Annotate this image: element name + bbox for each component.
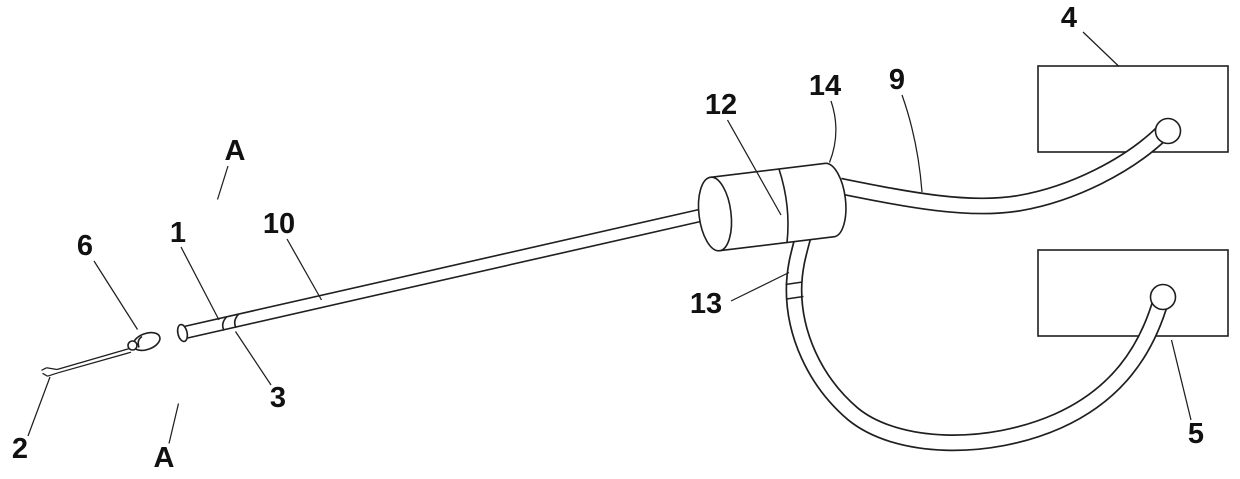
part-label-4: 4	[1061, 2, 1077, 34]
connector-boxes	[1037, 65, 1229, 337]
needle-top-edge	[56, 347, 130, 371]
shaft-bottom-edge	[180, 219, 706, 341]
part-label-2: 2	[12, 433, 28, 465]
lower-tube-fill	[787, 228, 1168, 450]
part-label-9: 9	[889, 64, 905, 96]
shaft-top-edge	[183, 206, 709, 328]
leader-line-12	[726, 119, 782, 216]
part-label-1: 1	[170, 217, 186, 249]
part-label-6: 6	[77, 230, 93, 262]
section-label-bottom: A	[154, 442, 175, 474]
leader-line-10	[286, 238, 323, 301]
leader-line-section-bottom	[168, 403, 180, 444]
leader-line-2	[27, 376, 51, 437]
lower-box	[1037, 249, 1229, 337]
part-label-12: 12	[705, 89, 737, 121]
main-shaft	[176, 206, 709, 343]
part-label-14: 14	[809, 70, 841, 102]
part-label-3: 3	[270, 382, 286, 414]
leader-line-3	[234, 331, 272, 386]
upper-box	[1037, 65, 1229, 153]
leader-line-5	[1170, 339, 1192, 421]
shaft-end-cap	[176, 323, 189, 343]
drum-left-face	[697, 176, 733, 252]
needle-assembly	[41, 331, 161, 377]
upper-tube-fill	[838, 128, 1167, 213]
leader-line-section-top	[216, 165, 229, 200]
leader-line-1	[180, 246, 220, 321]
needle-fork-tip	[41, 367, 59, 377]
leader-line-9	[901, 94, 923, 193]
leader-lines	[27, 31, 1192, 444]
upper-tube	[838, 126, 1168, 215]
clamp-pivot	[127, 340, 138, 351]
upper-connector-port	[1154, 117, 1182, 145]
coupler-drum	[697, 162, 847, 252]
part-label-10: 10	[263, 208, 295, 240]
part-label-5: 5	[1188, 418, 1204, 450]
lower-tube	[785, 227, 1170, 452]
part-label-13: 13	[690, 288, 722, 320]
leader-line-6	[93, 260, 139, 330]
leader-line-4	[1082, 31, 1120, 67]
section-label-top: A	[225, 135, 246, 167]
labels: 1 2 3 4 5 6 9 10 12 13 14 A A	[12, 2, 1204, 474]
lower-connector-port	[1149, 283, 1177, 311]
drum-seam	[778, 168, 789, 243]
leader-line-14	[828, 100, 837, 163]
lower-tube-collar	[785, 281, 804, 300]
clamp-jaw-detail	[137, 335, 143, 348]
shaft-seam-outer	[233, 313, 240, 329]
shaft-seam-inner	[221, 316, 228, 331]
leader-line-13	[730, 271, 790, 302]
needle-bottom-edge	[57, 351, 132, 374]
